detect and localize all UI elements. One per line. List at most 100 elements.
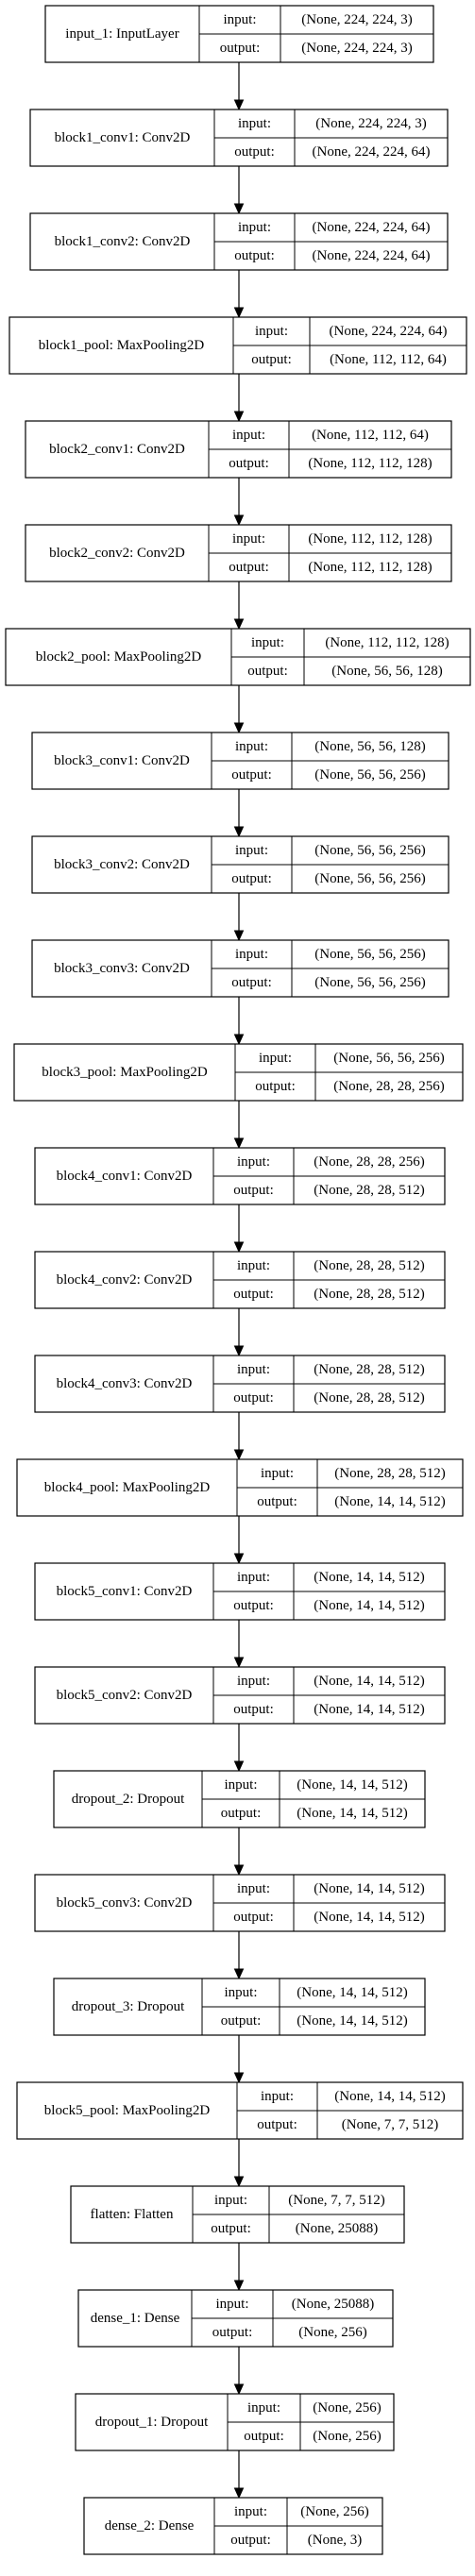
input-key-label: input: xyxy=(259,1051,292,1066)
nodes-layer: input_1: InputLayer input: output: (None, 2… xyxy=(5,5,471,2555)
output-key-label: output: xyxy=(231,767,272,783)
layer-node: block4_pool: MaxPooling2Dinput:output:(N… xyxy=(16,1458,464,1517)
output-key-label: output: xyxy=(229,560,269,575)
output-shape-value: (None, 14, 14, 512) xyxy=(297,2013,407,2029)
input-key-label: input: xyxy=(237,1154,270,1170)
input-shape-value: (None, 56, 56, 256) xyxy=(333,1051,444,1066)
output-key-label: output: xyxy=(211,2221,251,2236)
arrow-head-icon xyxy=(233,1137,245,1150)
layer-node: block1_pool: MaxPooling2Dinput:output:(N… xyxy=(8,316,467,375)
output-key-label: output: xyxy=(229,456,269,471)
input-shape-value: (None, 14, 14, 512) xyxy=(297,1985,407,2000)
output-key-label: output: xyxy=(244,2429,284,2444)
input-key-label: input: xyxy=(235,947,268,962)
output-key-label: output: xyxy=(257,1494,297,1509)
layer-name-label: block3_conv1: Conv2D xyxy=(54,753,190,768)
layer-node: block2_conv2: Conv2Dinput:output:(None, … xyxy=(25,524,452,582)
input-key-label: input: xyxy=(224,1777,257,1793)
arrow-head-icon xyxy=(233,1241,245,1254)
layer-node: block4_conv3: Conv2Dinput:output:(None, … xyxy=(34,1355,446,1413)
edge-arrow xyxy=(233,893,245,942)
input-key-label: input: xyxy=(237,1362,270,1377)
edge-arrow xyxy=(233,1516,245,1565)
output-shape-value: (None, 28, 28, 512) xyxy=(314,1390,424,1406)
input-shape-value: (None, 56, 56, 128) xyxy=(314,739,425,754)
layer-name-label: flatten: Flatten xyxy=(91,2207,174,2222)
output-key-label: output: xyxy=(221,2013,262,2029)
input-key-label: input: xyxy=(247,2400,280,2416)
edge-arrow xyxy=(233,270,245,319)
output-shape-value: (None, 56, 56, 256) xyxy=(314,975,425,990)
layer-name-label: input_1: InputLayer xyxy=(65,26,178,42)
layer-node: block5_pool: MaxPooling2Dinput:output:(N… xyxy=(16,2081,464,2140)
layer-node: block4_conv1: Conv2Dinput:output:(None, … xyxy=(34,1147,446,1205)
layer-name-label: block3_conv3: Conv2D xyxy=(54,961,190,976)
arrow-head-icon xyxy=(233,2280,245,2292)
input-shape-value: (None, 224, 224, 64) xyxy=(313,220,431,235)
output-shape-value: (None, 28, 28, 512) xyxy=(314,1183,424,1198)
edge-arrow xyxy=(233,374,245,423)
input-key-label: input: xyxy=(232,428,265,443)
arrow-head-icon xyxy=(233,514,245,527)
layer-name-label: dense_2: Dense xyxy=(105,2518,195,2534)
input-key-label: input: xyxy=(255,324,288,339)
input-shape-value: (None, 28, 28, 256) xyxy=(314,1154,424,1170)
output-shape-value: (None, 14, 14, 512) xyxy=(314,1598,424,1613)
edges-layer xyxy=(233,62,245,2500)
input-key-label: input: xyxy=(215,2297,248,2312)
output-shape-value: (None, 14, 14, 512) xyxy=(297,1806,407,1821)
arrow-head-icon xyxy=(233,930,245,942)
arrow-head-icon xyxy=(233,826,245,838)
output-key-label: output: xyxy=(230,2533,271,2548)
layer-name-label: block1_conv1: Conv2D xyxy=(55,130,191,145)
input-shape-value: (None, 14, 14, 512) xyxy=(297,1777,407,1793)
output-shape-value: (None, 3) xyxy=(308,2533,362,2548)
arrow-head-icon xyxy=(233,203,245,215)
output-key-label: output: xyxy=(234,248,275,263)
input-shape-value: (None, 14, 14, 512) xyxy=(314,1881,424,1896)
input-key-label: input: xyxy=(214,2193,247,2208)
output-shape-value: (None, 56, 56, 128) xyxy=(331,664,442,679)
arrow-head-icon xyxy=(233,1553,245,1565)
input-key-label: input: xyxy=(223,12,256,27)
input-shape-value: (None, 14, 14, 512) xyxy=(314,1674,424,1689)
output-shape-value: (None, 256) xyxy=(298,2325,366,2340)
edge-arrow xyxy=(233,2347,245,2396)
output-shape-value: (None, 112, 112, 128) xyxy=(308,560,432,575)
input-key-label: input: xyxy=(238,116,271,131)
edge-arrow xyxy=(233,478,245,527)
arrow-head-icon xyxy=(233,307,245,319)
layer-node: block5_conv1: Conv2Dinput:output:(None, … xyxy=(34,1562,446,1621)
arrow-head-icon xyxy=(233,1968,245,1980)
input-shape-value: (None, 25088) xyxy=(292,2297,374,2312)
layer-name-label: block4_conv1: Conv2D xyxy=(57,1169,193,1184)
input-shape-value: (None, 28, 28, 512) xyxy=(314,1362,424,1377)
input-key-label: input: xyxy=(237,1258,270,1273)
input-key-label: input: xyxy=(261,2089,294,2104)
input-key-label: input: xyxy=(237,1570,270,1585)
layer-node: block5_conv2: Conv2Dinput:output:(None, … xyxy=(34,1666,446,1725)
layer-name-label: dropout_3: Dropout xyxy=(72,1999,185,2014)
input-key-label: input: xyxy=(234,2504,267,2519)
arrow-head-icon xyxy=(233,2176,245,2188)
input-shape-value: (None, 224, 224, 3) xyxy=(301,12,412,27)
output-shape-value: (None, 112, 112, 64) xyxy=(330,352,447,367)
input-shape-value: (None, 112, 112, 128) xyxy=(308,531,432,547)
input-shape-value: (None, 256) xyxy=(313,2400,381,2416)
edge-arrow xyxy=(233,2450,245,2500)
edge-arrow xyxy=(233,1101,245,1150)
layer-node: block1_conv1: Conv2Dinput:output:(None, … xyxy=(29,109,449,167)
output-key-label: output: xyxy=(233,1287,274,1302)
arrow-head-icon xyxy=(233,1449,245,1461)
input-key-label: input: xyxy=(238,220,271,235)
edge-arrow xyxy=(233,1620,245,1669)
arrow-head-icon xyxy=(233,2487,245,2500)
output-key-label: output: xyxy=(251,352,292,367)
layer-name-label: block1_conv2: Conv2D xyxy=(55,234,191,249)
layer-name-label: dense_1: Dense xyxy=(91,2311,180,2326)
layer-name-label: dropout_1: Dropout xyxy=(95,2415,209,2430)
edge-arrow xyxy=(233,1308,245,1357)
